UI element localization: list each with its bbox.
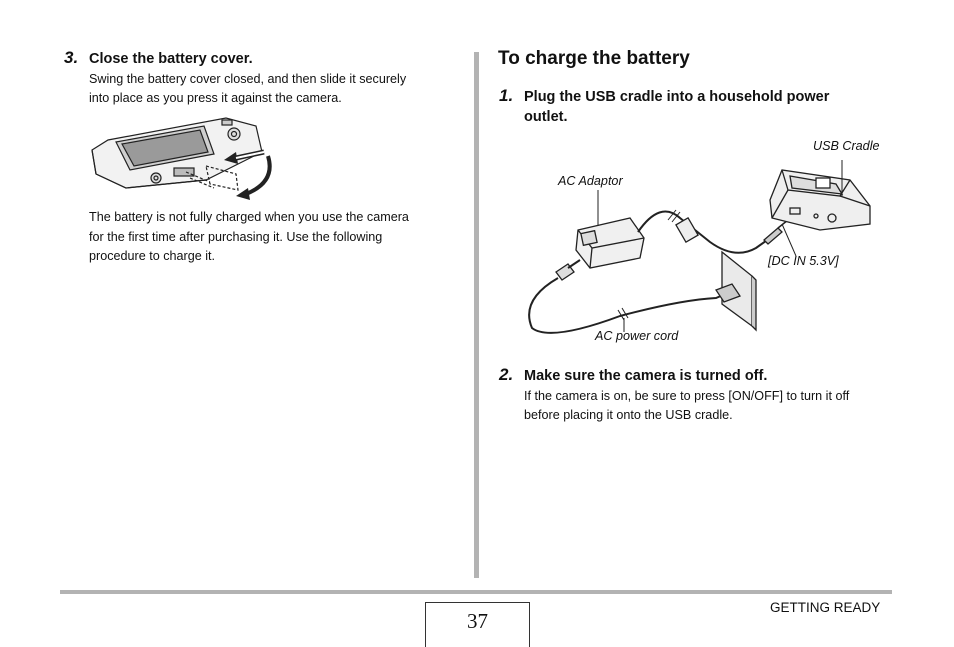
step-3-number: 3. [64,48,79,67]
section-name: GETTING READY [770,600,881,615]
note-line-1: The battery is not fully charged when yo… [89,210,409,224]
page-number: 37 [425,602,530,647]
step-3-title: Close the battery cover. [89,51,253,67]
dc-in-label: [DC IN 5.3V] [768,254,839,268]
step-2-number: 2. [499,365,514,384]
step-3-text-line-1: Swing the battery cover closed, and then… [89,72,407,86]
step-1-title-line-1: Plug the USB cradle into a household pow… [524,89,830,105]
step-1-number: 1. [499,86,514,105]
step-2-text-line-2: before placing it onto the USB cradle. [524,408,733,422]
step-2-title: Make sure the camera is turned off. [524,368,768,384]
column-divider [474,52,479,578]
usb-cradle-label: USB Cradle [813,139,880,153]
footer-rule [60,590,892,594]
ac-power-cord-label: AC power cord [595,329,679,343]
note-line-3: procedure to charge it. [89,249,216,263]
charging-diagram [528,160,871,334]
camera-battery-cover-illustration [91,117,272,200]
ac-adaptor-label: AC Adaptor [558,174,623,188]
step-1-title-line-2: outlet. [524,109,568,125]
step-3-text-line-2: into place as you press it against the c… [89,91,342,105]
note-line-2: for the first time after purchasing it. … [89,230,383,244]
step-2-text-line-1: If the camera is on, be sure to press [O… [524,389,850,403]
section-heading: To charge the battery [498,48,690,69]
